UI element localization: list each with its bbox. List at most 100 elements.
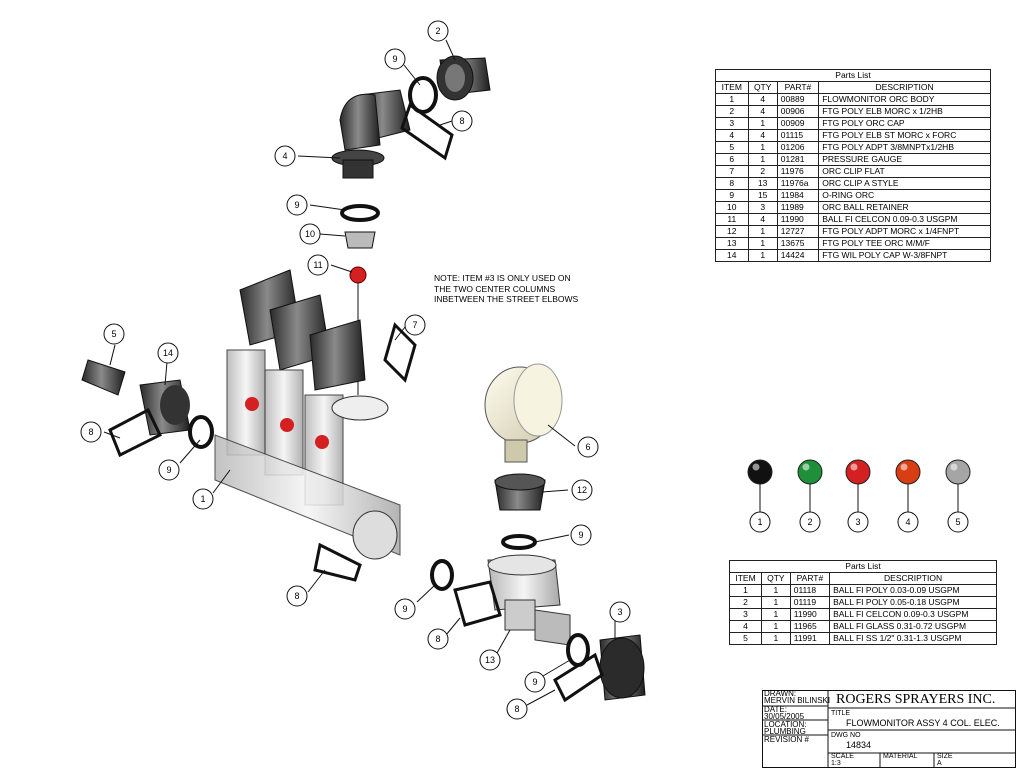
cell-qty: 3 [747, 201, 778, 214]
callout-12: 12 [571, 479, 593, 501]
cell-part: 13675 [776, 237, 820, 250]
callout-1: 1 [192, 488, 214, 510]
ball-icon [845, 459, 871, 485]
note-line-1: NOTE: ITEM #3 IS ONLY USED ON [434, 273, 571, 283]
cell-description: FTG POLY TEE ORC M/M/F [818, 237, 991, 250]
ball-callout-text: 1 [757, 517, 762, 527]
cell-part: 01119 [789, 596, 831, 609]
col-part: PART# [776, 81, 820, 94]
parts-list-caption: Parts List [729, 560, 997, 573]
company-name: ROGERS SPRAYERS INC. [836, 692, 996, 707]
cell-item: 1 [728, 584, 763, 597]
callout-text: 9 [578, 530, 583, 540]
cell-description: FTG WIL POLY CAP W-3/8FNPT [818, 249, 991, 262]
ball-highlight [950, 463, 958, 471]
callout-7: 7 [404, 314, 426, 336]
cell-qty: 1 [747, 237, 778, 250]
callout-text: 9 [392, 54, 397, 64]
callout-11: 11 [307, 254, 329, 276]
note-line-2: THE TWO CENTER COLUMNS [434, 283, 556, 294]
flowmonitor-bodies [214, 269, 417, 582]
callout-8: 8 [506, 698, 528, 720]
cell-description: FTG POLY ADPT MORC x 1/4FNPT [818, 225, 991, 238]
cell-description: FTG POLY ADPT 3/8MNPTx1/2HB [818, 141, 991, 154]
drawing-title: FLOWMONITOR ASSY 4 COL. ELEC. [846, 718, 1000, 728]
callout-4: 4 [274, 145, 296, 167]
dwg-label: DWG NO [831, 732, 861, 739]
callout-text: 1 [200, 494, 205, 504]
ball-sample-4: 4 [895, 459, 921, 533]
col-description: DESCRIPTION [818, 81, 991, 94]
cell-item: 2 [715, 105, 749, 118]
cell-qty: 15 [747, 189, 778, 202]
ball-callout-text: 5 [955, 517, 960, 527]
cell-qty: 4 [747, 129, 778, 142]
callout-text: 4 [282, 151, 287, 161]
callout-text: 2 [435, 26, 440, 36]
date-field: DATE:30/05/2005 [764, 705, 805, 721]
callout-text: 3 [617, 607, 622, 617]
cell-part: 01206 [776, 141, 820, 154]
cell-item: 3 [728, 608, 763, 621]
note-line-3: INBETWEEN THE STREET ELBOWS [434, 294, 579, 304]
cell-part: 11965 [789, 620, 831, 633]
cell-qty: 13 [747, 177, 778, 190]
callout-9: 9 [384, 48, 406, 70]
ball-sample-5: 5 [945, 459, 971, 533]
ball-callout-circle [799, 511, 821, 533]
callout-text: 9 [294, 200, 299, 210]
callout-8: 8 [451, 110, 473, 132]
cell-item: 14 [715, 249, 749, 262]
ball-icon [747, 459, 773, 485]
cell-item: 6 [715, 153, 749, 166]
callout-5: 5 [103, 323, 125, 345]
ball-callout-circle [897, 511, 919, 533]
callout-8: 8 [427, 628, 449, 650]
cell-description: FTG POLY ELB MORC x 1/2HB [818, 105, 991, 118]
material-label: MATERIAL [883, 753, 918, 760]
callout-3: 3 [609, 601, 631, 623]
col-qty: QTY [761, 572, 791, 585]
title-block: DRAWN:MERVIN BILINSKI DATE:30/05/2005 LO… [762, 690, 1016, 768]
cell-qty: 4 [747, 105, 778, 118]
cell-qty: 1 [747, 249, 778, 262]
red-ball [349, 266, 367, 284]
cell-item: 4 [715, 129, 749, 142]
cell-part: 01115 [776, 129, 820, 142]
cell-description: BALL FI POLY 0.05-0.18 USGPM [829, 596, 997, 609]
cell-item: 8 [715, 177, 749, 190]
ball-callout-text: 4 [905, 517, 910, 527]
ball-highlight [850, 463, 858, 471]
col-description: DESCRIPTION [829, 572, 997, 585]
ball-sample-1: 1 [747, 459, 773, 533]
col-item: ITEM [728, 572, 763, 585]
cell-part: 11990 [776, 213, 820, 226]
callout-text: 8 [294, 591, 299, 601]
callout-9: 9 [524, 671, 546, 693]
callout-9: 9 [158, 459, 180, 481]
callout-text: 5 [111, 329, 116, 339]
cell-qty: 1 [761, 620, 791, 633]
ball-sample-3: 3 [845, 459, 871, 533]
callout-text: 10 [305, 229, 315, 239]
cell-part: 11984 [776, 189, 820, 202]
cell-description: ORC BALL RETAINER [818, 201, 991, 214]
cell-description: BALL FI POLY 0.03-0.09 USGPM [829, 584, 997, 597]
cell-part: 00906 [776, 105, 820, 118]
callout-8: 8 [80, 421, 102, 443]
callout-6: 6 [577, 436, 599, 458]
callout-13: 13 [479, 649, 501, 671]
parts-list-caption: Parts List [715, 69, 991, 82]
tee-and-cap [430, 534, 646, 703]
cell-part: 11990 [789, 608, 831, 621]
callout-8: 8 [286, 585, 308, 607]
